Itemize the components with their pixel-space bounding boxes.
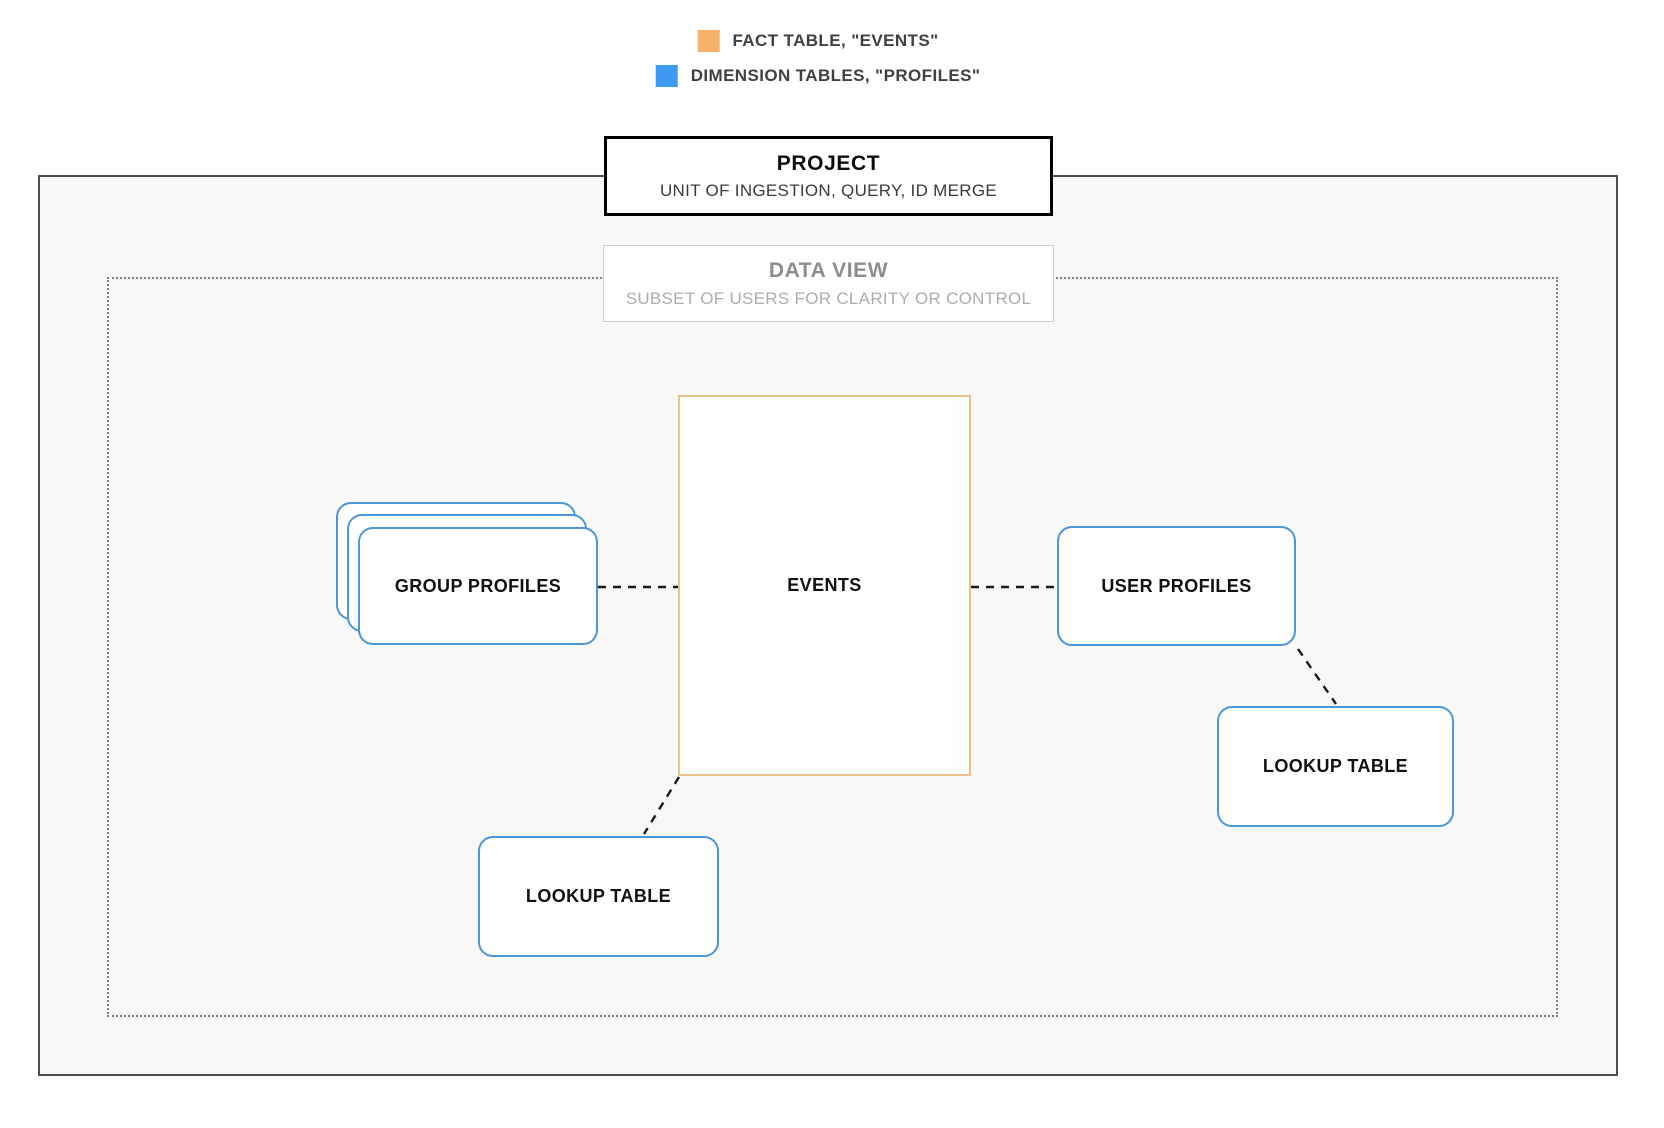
node-events: EVENTS [678, 395, 971, 776]
project-subtitle: UNIT OF INGESTION, QUERY, ID MERGE [659, 180, 998, 200]
dimension-tables-legend-label: DIMENSION TABLES, "PROFILES" [690, 66, 981, 85]
node-lookup-table-left: LOOKUP TABLE [478, 836, 719, 957]
fact-table-legend-label: FACT TABLE, "EVENTS" [732, 31, 939, 50]
legend: FACT TABLE, "EVENTS" DIMENSION TABLES, "… [655, 30, 981, 87]
group-profiles-label: GROUP PROFILES [394, 575, 562, 596]
legend-item-dimension-tables: DIMENSION TABLES, "PROFILES" [655, 65, 981, 87]
lookup-table-left-label: LOOKUP TABLE [525, 886, 672, 906]
data-view-title: DATA VIEW [768, 258, 889, 282]
data-view-subtitle: SUBSET OF USERS FOR CLARITY OR CONTROL [625, 288, 1032, 308]
lookup-table-right-label: LOOKUP TABLE [1262, 756, 1409, 776]
node-lookup-table-right: LOOKUP TABLE [1217, 706, 1454, 827]
data-view-title-box: DATA VIEW SUBSET OF USERS FOR CLARITY OR… [603, 245, 1054, 322]
user-profiles-label: USER PROFILES [1101, 575, 1252, 596]
legend-item-fact-table: FACT TABLE, "EVENTS" [697, 30, 938, 52]
events-label: EVENTS [787, 575, 862, 595]
project-title-box: PROJECT UNIT OF INGESTION, QUERY, ID MER… [604, 136, 1053, 216]
project-title: PROJECT [776, 151, 881, 175]
fact-table-swatch-icon [697, 30, 720, 52]
dimension-tables-swatch-icon [655, 65, 678, 87]
node-user-profiles: USER PROFILES [1057, 526, 1296, 646]
node-group-profiles: GROUP PROFILES [358, 527, 598, 645]
